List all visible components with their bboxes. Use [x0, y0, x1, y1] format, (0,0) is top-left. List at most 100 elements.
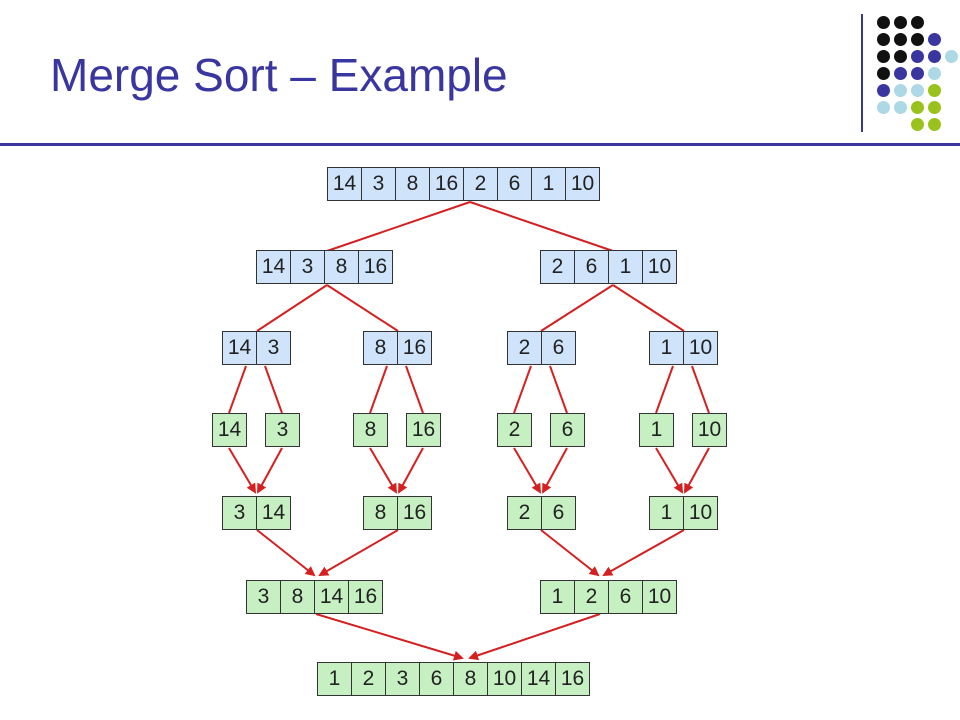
split-line — [513, 365, 532, 414]
array-cell: 14 — [521, 662, 556, 696]
merge-arrow — [257, 447, 283, 494]
array-cell: 14 — [256, 496, 291, 530]
decor-dot — [894, 33, 907, 46]
array-cell: 8 — [395, 167, 430, 201]
decor-dot — [928, 101, 941, 114]
split-line — [264, 365, 283, 414]
array-cell: 16 — [358, 250, 393, 284]
array-cell: 8 — [280, 580, 315, 614]
decor-dot — [877, 33, 890, 46]
decor-dot — [894, 101, 907, 114]
array-cell: 14 — [256, 250, 291, 284]
single-8: 10 — [692, 413, 727, 447]
array-cell: 3 — [265, 413, 300, 447]
array-cell: 16 — [406, 413, 441, 447]
array-cell: 10 — [487, 662, 522, 696]
split-line — [256, 284, 328, 332]
merge-arrow — [655, 447, 684, 494]
array-cell: 1 — [639, 413, 674, 447]
vertical-rule — [861, 14, 863, 132]
array-cell: 10 — [683, 331, 718, 365]
merge-arrow — [684, 447, 710, 494]
array-cell: 6 — [608, 580, 643, 614]
decor-dot — [911, 118, 924, 131]
array-cell: 6 — [497, 167, 532, 201]
single-7: 1 — [639, 413, 674, 447]
single-4: 16 — [406, 413, 441, 447]
decor-dot — [894, 16, 907, 29]
array-cell: 16 — [555, 662, 590, 696]
split-line — [655, 365, 674, 414]
decor-dot — [877, 16, 890, 29]
decor-dot — [877, 101, 890, 114]
array-cell: 16 — [397, 331, 432, 365]
array-cell: 16 — [429, 167, 464, 201]
single-6: 6 — [550, 413, 585, 447]
array-cell: 8 — [353, 413, 388, 447]
merge-arrow — [542, 447, 568, 494]
array-cell: 8 — [324, 250, 359, 284]
merge-arrow — [228, 447, 257, 494]
decor-dot — [945, 50, 958, 63]
array-cell: 2 — [507, 331, 542, 365]
array-cell: 2 — [574, 580, 609, 614]
array-cell: 10 — [642, 580, 677, 614]
array-cell: 16 — [348, 580, 383, 614]
split-line — [405, 365, 424, 414]
array-cell: 2 — [497, 413, 532, 447]
array-cell: 16 — [397, 496, 432, 530]
array-cell: 6 — [419, 662, 454, 696]
merge-arrow — [256, 529, 316, 577]
decor-dot — [911, 101, 924, 114]
merge-arrow — [318, 529, 399, 576]
array-cell: 2 — [351, 662, 386, 696]
array-cell: 14 — [327, 167, 362, 201]
slide-title: Merge Sort – Example — [50, 49, 508, 101]
array-cell: 3 — [361, 167, 396, 201]
array-cell: 6 — [541, 331, 576, 365]
single-3: 8 — [353, 413, 388, 447]
split-line — [469, 201, 614, 252]
array-cell: 10 — [692, 413, 727, 447]
array-cell: 2 — [463, 167, 498, 201]
decor-dot — [877, 84, 890, 97]
decor-dot — [911, 84, 924, 97]
array-cell: 1 — [649, 331, 684, 365]
decor-dot — [911, 50, 924, 63]
decor-dot — [877, 67, 890, 80]
decor-dot — [928, 84, 941, 97]
array-cell: 1 — [540, 580, 575, 614]
array-cell: 3 — [246, 580, 281, 614]
array-cell: 6 — [574, 250, 609, 284]
array-cell: 10 — [683, 496, 718, 530]
array-cell: 6 — [541, 496, 576, 530]
decor-dot — [928, 67, 941, 80]
decor-dot — [928, 118, 941, 131]
decor-dot — [928, 50, 941, 63]
array-cell: 1 — [531, 167, 566, 201]
array-cell: 1 — [317, 662, 352, 696]
split-line — [228, 365, 247, 414]
decor-dot — [877, 50, 890, 63]
array-cell: 3 — [385, 662, 420, 696]
array-cell: 3 — [256, 331, 291, 365]
split-line — [549, 365, 568, 414]
single-1: 14 — [212, 413, 247, 447]
array-cell: 1 — [649, 496, 684, 530]
array-cell: 3 — [290, 250, 325, 284]
decor-dot — [911, 67, 924, 80]
split-line — [691, 365, 710, 414]
decor-dot — [894, 84, 907, 97]
merge-arrow — [540, 529, 600, 577]
array-cell: 8 — [363, 331, 398, 365]
array-cell: 3 — [222, 496, 257, 530]
